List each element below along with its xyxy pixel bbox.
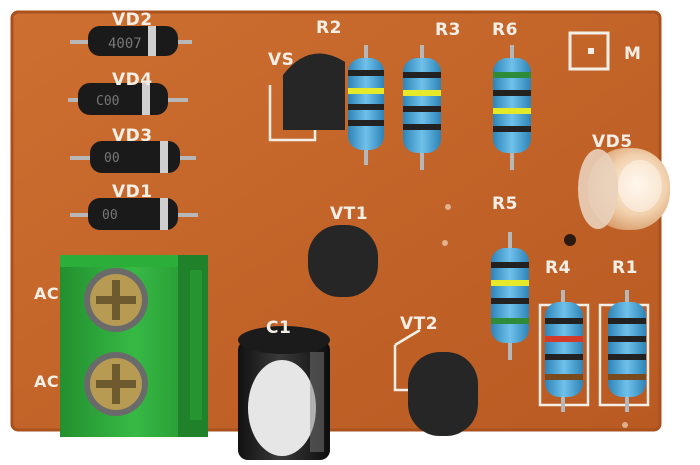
svg-text:00: 00 — [102, 208, 118, 223]
label-vt2: VT2 — [400, 314, 439, 334]
resistor-icon — [545, 290, 583, 412]
diode-icon: 00 — [70, 141, 196, 173]
label-vt1: VT1 — [330, 204, 369, 224]
capacitor-icon — [238, 326, 330, 460]
label-ac-bottom: AC — [34, 372, 60, 391]
diode-icon: 00 — [70, 198, 198, 230]
label-r5: R5 — [492, 194, 518, 214]
label-r4: R4 — [545, 258, 571, 278]
transistor-icon — [283, 53, 345, 130]
label-r1: R1 — [612, 258, 638, 278]
label-r6: R6 — [492, 20, 518, 40]
transistor-icon — [308, 225, 378, 297]
diode-icon: C00 — [68, 83, 188, 115]
svg-text:00: 00 — [104, 151, 120, 166]
svg-text:C00: C00 — [96, 94, 119, 109]
resistor-icon — [493, 45, 531, 170]
label-vd3: VD3 — [112, 126, 153, 146]
label-r2: R2 — [316, 18, 342, 38]
led-icon — [578, 148, 670, 230]
resistor-icon — [491, 232, 529, 360]
label-c1: C1 — [266, 318, 292, 338]
label-vd1: VD1 — [112, 182, 153, 202]
label-r3: R3 — [435, 20, 461, 40]
label-vd2: VD2 — [112, 10, 153, 30]
label-vs: VS — [268, 50, 295, 70]
resistor-icon — [348, 45, 384, 165]
label-m: M — [624, 44, 642, 64]
resistor-icon — [608, 290, 646, 412]
screw-terminal-icon — [60, 255, 208, 437]
label-ac-top: AC — [34, 284, 60, 303]
diode-icon: 4007 — [70, 26, 192, 56]
label-vd5: VD5 — [592, 132, 633, 152]
label-vd4: VD4 — [112, 70, 153, 90]
transistor-icon — [408, 352, 478, 436]
svg-text:4007: 4007 — [108, 36, 142, 52]
resistor-icon — [403, 45, 441, 170]
